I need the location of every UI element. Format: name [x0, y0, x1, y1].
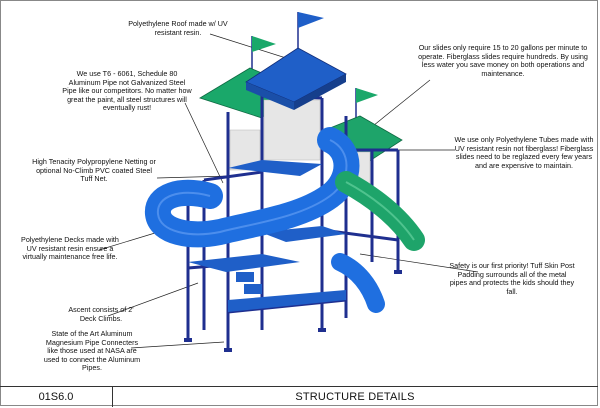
callout-aluminum-pipe: We use T6 - 6061, Schedule 80 Aluminum P…	[62, 69, 192, 113]
play-structure-illustration	[98, 12, 479, 352]
green-tube-slide	[335, 171, 425, 251]
polyethylene-decks	[188, 160, 346, 312]
drawing-title: STRUCTURE DETAILS	[295, 391, 415, 403]
callout-tubes: We use only Polyethylene Tubes made with…	[454, 135, 594, 170]
callout-ascent: Ascent consists of 2' Deck Climbs.	[68, 305, 134, 323]
callout-connecters: State of the Art Aluminum Magnesium Pipe…	[43, 329, 141, 373]
title-block: 01S6.0 STRUCTURE DETAILS	[0, 386, 598, 407]
callout-decks: Polyethylene Decks made with UV resistan…	[21, 235, 119, 262]
callout-safety: Safety is our first priority! Tuff Skin …	[449, 261, 575, 296]
callout-roof: Polyethylene Roof made w/ UV resistant r…	[128, 19, 228, 37]
deck-climbs	[236, 272, 262, 294]
blue-open-slide	[331, 253, 385, 313]
callout-slides-water: Our slides only require 15 to 20 gallons…	[418, 43, 588, 78]
main-roof	[245, 47, 347, 110]
post-footings	[184, 270, 402, 352]
flags	[251, 12, 378, 124]
drawing-code: 01S6.0	[0, 387, 113, 407]
callout-netting: High Tenacity Polypropylene Netting or o…	[32, 157, 156, 184]
